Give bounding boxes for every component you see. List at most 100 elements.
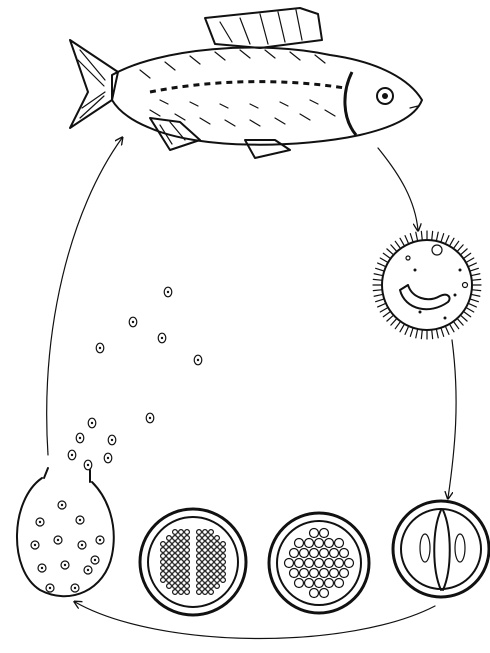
arrow-theronts-to-fish [47,138,122,455]
theront-nucleus [41,567,43,569]
tomite [310,529,319,538]
tomite [310,549,319,558]
theront-nucleus [94,559,96,561]
tomite [179,536,184,541]
cilium [446,236,449,243]
tomite [197,548,202,553]
tomite [320,589,329,598]
tomite [203,548,208,553]
cilium [461,249,467,254]
cilium [373,290,381,291]
tomite [197,584,202,589]
cilium [416,232,418,240]
tomite [173,566,178,571]
tomite [215,578,220,583]
trophont-cell [373,231,481,339]
tomite [197,554,202,559]
tomite [330,549,339,558]
tomite [305,539,314,548]
cilium [380,308,387,312]
cilium [405,327,408,334]
tomite [203,530,208,535]
tomite [325,559,334,568]
cilium [469,304,476,307]
tomite [221,548,226,553]
theront-nucleus [79,437,81,439]
tomite [173,554,178,559]
cilium [400,238,404,245]
tomite [335,559,344,568]
tomite [209,542,214,547]
tomite [215,584,220,589]
theront-nucleus [61,504,63,506]
cyst-releasing-theronts [17,468,114,596]
arrow-tomont-to-cyst [75,602,435,639]
tomite [330,569,339,578]
theront-nucleus [71,454,73,456]
tomite [185,566,190,571]
tomite [310,589,319,598]
tomite [167,554,172,559]
tomite [161,542,166,547]
theront-nucleus [39,521,41,523]
tomite [215,554,220,559]
cilium [469,263,476,266]
tomite [179,578,184,583]
tomite [167,542,172,547]
tomite [197,590,202,595]
tomite [209,560,214,565]
cilium [473,290,481,291]
tomite [167,566,172,571]
tomite [179,572,184,577]
cilium [472,274,480,276]
tomite [185,536,190,541]
tomite [203,536,208,541]
cilium [395,241,400,247]
tomite [215,560,220,565]
tomite [179,530,184,535]
theront-nucleus [132,321,134,323]
tomite [185,560,190,565]
tomite [173,542,178,547]
cilium [464,312,470,317]
tomite [161,548,166,553]
tomite [179,566,184,571]
cilium [383,312,389,317]
tomite [179,560,184,565]
cilium [458,319,463,325]
theront-nucleus [81,544,83,546]
tomite [320,529,329,538]
tomite [215,566,220,571]
tomite [161,578,166,583]
tomite [209,566,214,571]
tomite [335,539,344,548]
theront-nucleus [64,564,66,566]
tomite [320,569,329,578]
tomite [173,572,178,577]
tomite [185,578,190,583]
tomite [197,542,202,547]
theront-nucleus [74,587,76,589]
tomite [203,566,208,571]
tomite [179,548,184,553]
tomite [197,530,202,535]
tomite [315,559,324,568]
tomite [221,578,226,583]
tomite [221,566,226,571]
theront-nucleus [149,417,151,419]
tomite [185,542,190,547]
tomite [179,590,184,595]
tomite [185,590,190,595]
tomite [215,542,220,547]
tomite [290,569,299,578]
tomite [185,572,190,577]
theront-nucleus [57,539,59,541]
cilium [405,236,408,243]
tomite [325,539,334,548]
cilium [432,331,433,339]
tomite [221,554,226,559]
tomite [209,548,214,553]
tomite [221,572,226,577]
tomite [305,579,314,588]
tomite [340,569,349,578]
